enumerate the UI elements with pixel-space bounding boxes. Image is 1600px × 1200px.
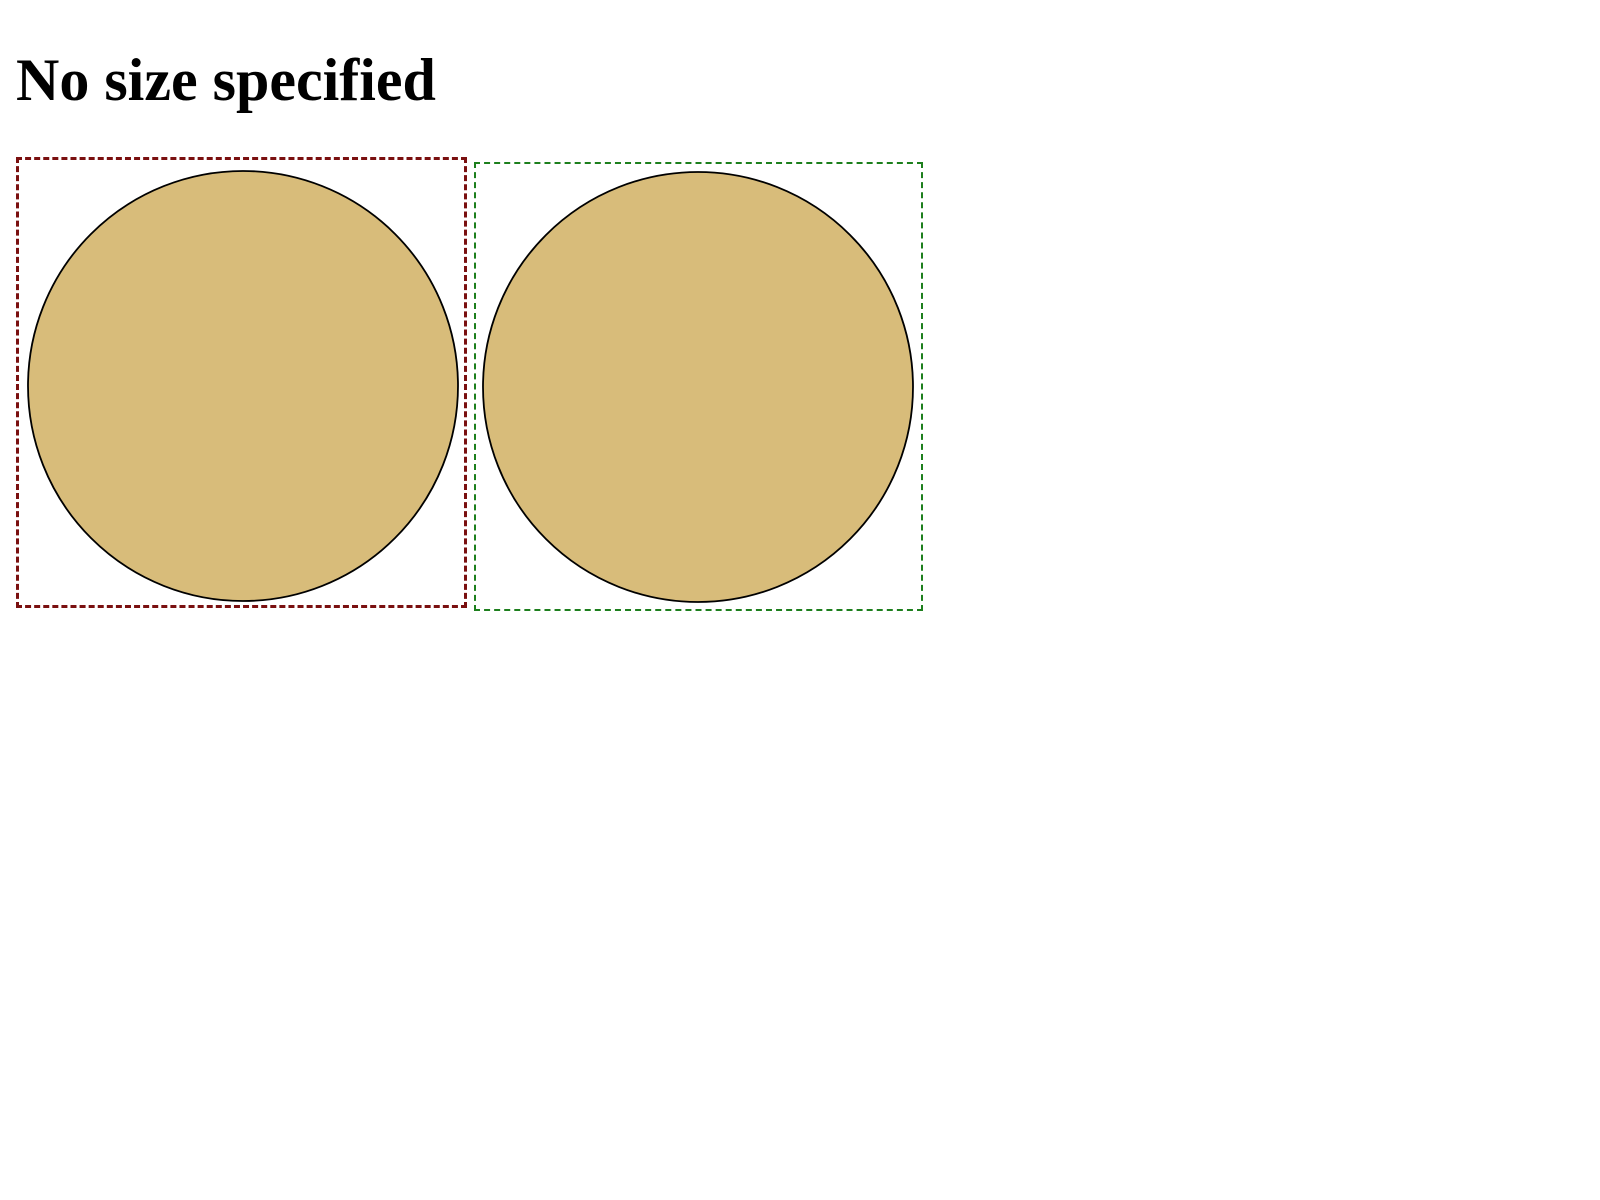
left-circle [27,170,459,602]
left-circle-svg [27,170,459,602]
left-circle-figure [16,157,467,608]
right-circle-svg [482,171,914,603]
right-circle [482,171,914,603]
page-title: No size specified [16,47,436,113]
right-circle-figure [474,162,923,611]
